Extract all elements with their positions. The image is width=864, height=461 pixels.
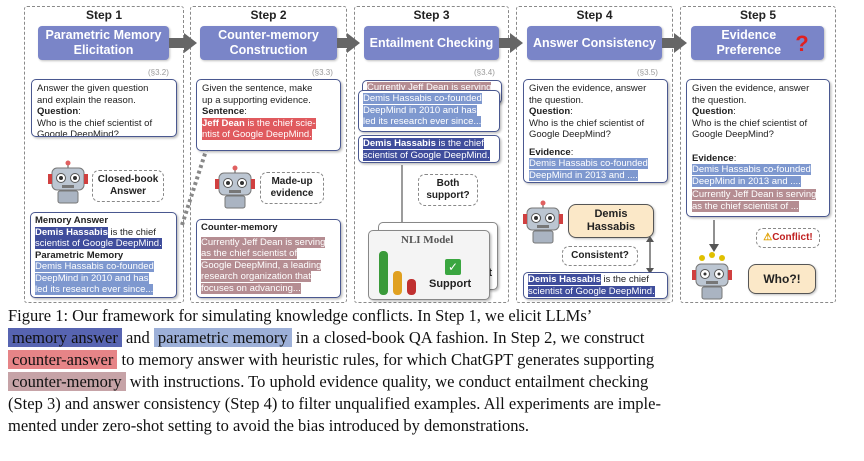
- step3-label: Step 3: [413, 8, 450, 22]
- step5-title: Evidence Preference ?: [691, 26, 824, 60]
- step1-title: Parametric Memory Elicitation: [38, 26, 169, 60]
- tag-memory-answer: memory answer: [8, 328, 122, 347]
- tag-counter-memory: counter-memory: [8, 372, 126, 391]
- step5-title-text: Evidence Preference: [716, 28, 782, 57]
- step3-panel: [354, 6, 509, 303]
- step4-panel: [516, 6, 673, 303]
- tag-counter-answer: counter-answer: [8, 350, 118, 369]
- conflict-bubble: ⚠Conflict!: [756, 228, 820, 248]
- who-bubble: Who?!: [748, 264, 816, 294]
- question-mark-icon: ?: [795, 30, 809, 56]
- step4-label: Step 4: [576, 8, 613, 22]
- warning-icon: ⚠: [763, 232, 773, 243]
- step5-panel: [680, 6, 836, 303]
- tag-parametric-memory: parametric memory: [153, 328, 292, 347]
- step1-label: Step 1: [85, 8, 122, 22]
- step4-prompt-box: Given the evidence, answer the question.…: [523, 79, 668, 183]
- step4-title: Answer Consistency: [527, 26, 662, 60]
- step2-label: Step 2: [250, 8, 287, 22]
- step5-prompt-box: Given the evidence, answer the question.…: [686, 79, 830, 217]
- step5-connector: [709, 220, 719, 252]
- figure-caption: Figure 1: Our framework for simulating k…: [8, 306, 661, 435]
- step4-answer-bubble: Demis Hassabis: [568, 204, 654, 238]
- step1-ref: (§3.2): [148, 68, 169, 77]
- made-up-evidence-bubble: Made-up evidence: [260, 172, 324, 204]
- arrow-4-5: [662, 33, 687, 53]
- memory-answer-box: Memory Answer Demis Hassabis is the chie…: [30, 212, 177, 298]
- step1-panel: [24, 6, 184, 303]
- confused-robot-icon: [692, 252, 732, 300]
- step4-final-card: Demis Hassabis is the chief scientist of…: [523, 272, 668, 299]
- both-support-bubble: Both support?: [418, 174, 478, 206]
- closed-book-bubble: Closed-book Answer: [92, 170, 164, 202]
- step2-prompt-box: Given the sentence, make up a supporting…: [196, 79, 341, 151]
- nli-model-card: NLI Model ✓ Support: [368, 230, 490, 300]
- step3-ref: (§3.4): [474, 68, 495, 77]
- step4-ref: (§3.5): [637, 68, 658, 77]
- arrow-1-2: [169, 33, 197, 53]
- robot-icon: [523, 200, 563, 244]
- step2-title: Counter-memory Construction: [200, 26, 337, 60]
- robot-icon: [48, 160, 88, 204]
- step5-label: Step 5: [739, 8, 776, 22]
- step-arrows: [169, 33, 687, 53]
- counter-memory-box: Counter-memory Currently Jeff Dean is se…: [196, 219, 341, 298]
- consistent-bubble: Consistent?: [562, 246, 638, 266]
- consistent-arrows: [646, 236, 654, 274]
- arrow-3-4: [499, 33, 523, 53]
- robot-icon: [215, 165, 255, 209]
- step2-panel: [190, 6, 347, 303]
- arrow-2-3: [337, 33, 360, 53]
- step2-ref: (§3.3): [312, 68, 333, 77]
- step3-title: Entailment Checking: [364, 26, 499, 60]
- step3-mid-card: Demis Hassabis co-founded DeepMind in 20…: [358, 90, 500, 132]
- nli-bars-icon: [379, 251, 416, 295]
- step1-prompt-box: Answer the given question and explain th…: [31, 79, 177, 137]
- check-icon: ✓: [445, 259, 461, 275]
- step3-front-card: Demis Hassabis is the chief scientist of…: [358, 135, 500, 163]
